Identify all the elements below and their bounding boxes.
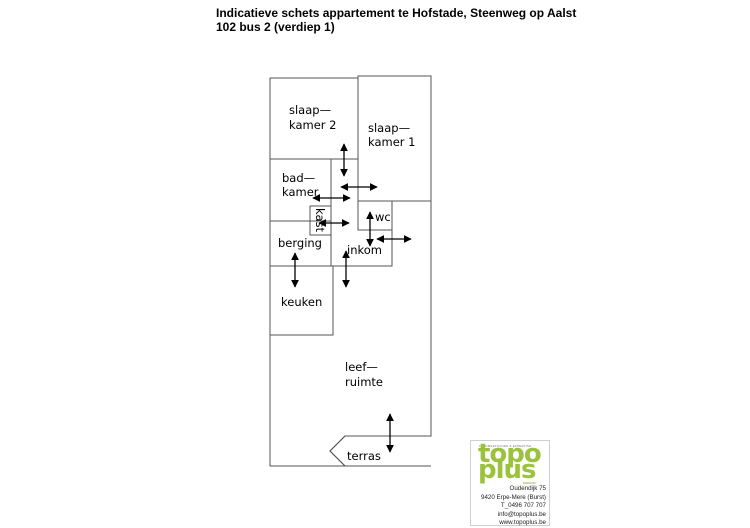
label-kast: kast xyxy=(313,208,327,232)
label-leefruimte-line2: ruimte xyxy=(345,375,383,389)
floor-plan-walls xyxy=(269,75,432,467)
label-wc: wc xyxy=(375,210,391,224)
label-badkamer-line1: bad— xyxy=(282,171,315,185)
page-title: Indicatieve schets appartement te Hofsta… xyxy=(216,6,576,34)
room-wc xyxy=(357,201,393,231)
door-arrows xyxy=(291,143,412,453)
label-slaapkamer-2-line1: slaap— xyxy=(289,103,331,117)
title-line-2: 102 bus 2 (verdiep 1) xyxy=(216,20,335,34)
company-logo-block: LANDMEETKUNDE & EXPERTISE topo plus ERKE… xyxy=(470,440,550,526)
room-slaapkamer-2 xyxy=(269,77,359,160)
title-line-1: Indicatieve schets appartement te Hofsta… xyxy=(216,6,577,20)
contact-email: info@topoplus.be xyxy=(497,510,546,518)
label-keuken: keuken xyxy=(281,295,322,309)
contact-city: 9420 Erpe-Mere (Burst) xyxy=(481,493,546,501)
label-inkom: inkom xyxy=(347,243,382,257)
label-leefruimte-line1: leef— xyxy=(345,360,378,374)
logo-tagline: LANDMEETKUNDE & EXPERTISE xyxy=(479,444,532,448)
contact-web: www.topoplus.be xyxy=(499,519,546,527)
label-slaapkamer-2-line2: kamer 2 xyxy=(289,118,336,132)
logo-subtag: ERKEND xyxy=(523,481,536,485)
contact-info: Oudendijk 75 9420 Erpe-Mere (Burst) T_04… xyxy=(481,485,546,528)
label-slaapkamer-1-line2: kamer 1 xyxy=(368,135,415,149)
room-terras xyxy=(329,435,431,467)
label-badkamer-line2: kamer xyxy=(282,185,319,199)
logo-word-topo: topo xyxy=(478,439,542,469)
room-slaapkamer-1 xyxy=(357,159,431,202)
room-keuken xyxy=(269,265,334,336)
contact-street: Oudendijk 75 xyxy=(509,485,546,492)
label-terras: terras xyxy=(347,449,381,463)
label-berging: berging xyxy=(278,236,322,250)
logo-word-plus: plus xyxy=(478,455,537,485)
contact-phone: T_0496 707 707 xyxy=(500,502,546,510)
room-badkamer xyxy=(269,159,332,222)
label-slaapkamer-1-line1: slaap— xyxy=(368,121,410,135)
